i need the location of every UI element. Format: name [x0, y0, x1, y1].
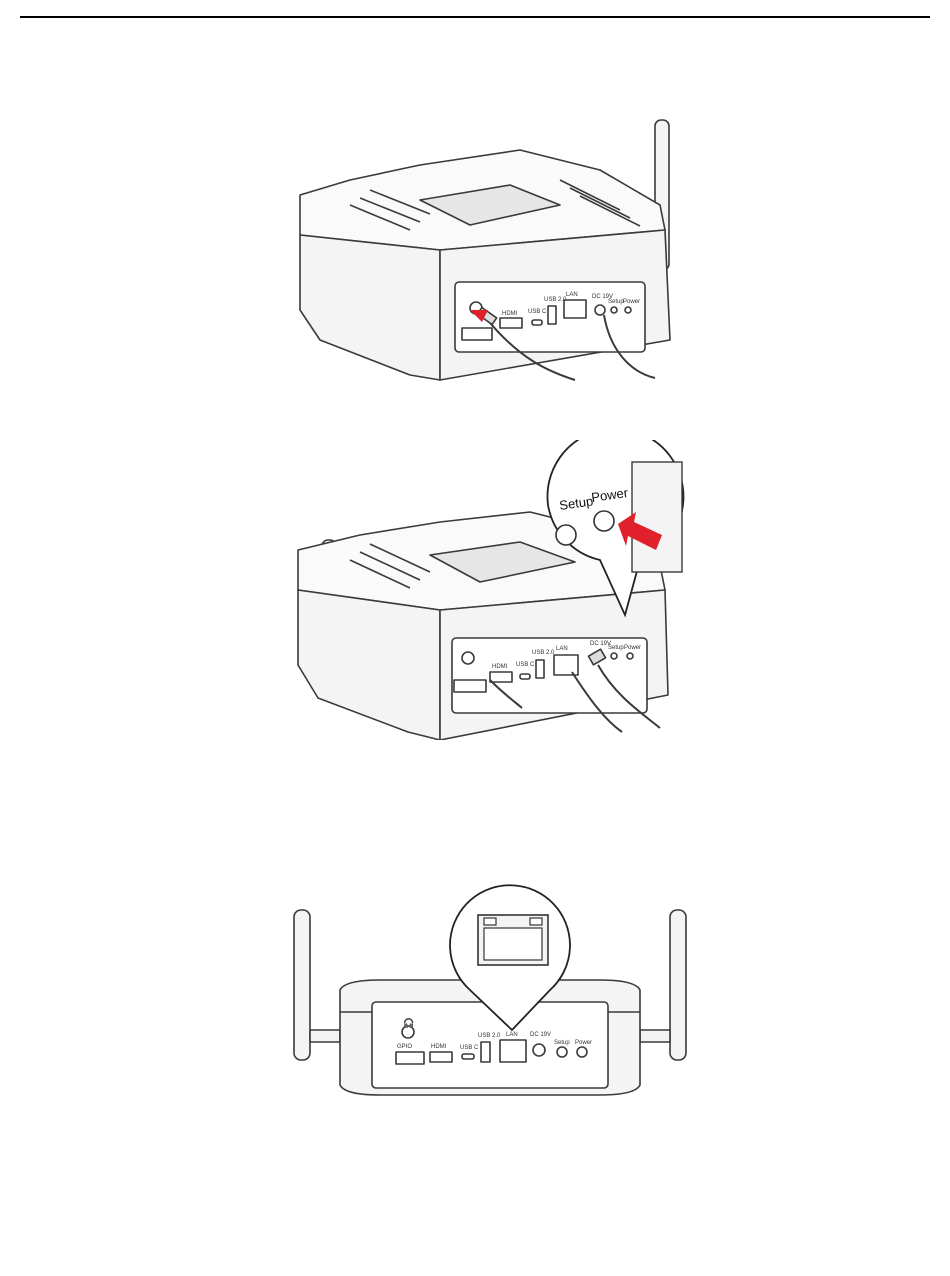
usb2-port: [536, 660, 544, 678]
left-antenna-mount: [310, 1030, 340, 1042]
lan-port: [500, 1040, 526, 1062]
setup-button: [557, 1047, 567, 1057]
setup-button: [611, 653, 617, 659]
label-setup: Setup: [608, 299, 624, 305]
usb2-port: [548, 306, 556, 324]
lan-port: [564, 300, 586, 318]
label-hdmi: HDMI: [492, 664, 508, 670]
headphone-icon: 🎧: [403, 1017, 414, 1028]
label-setup: Setup: [554, 1040, 570, 1046]
label-power: Power: [575, 1040, 592, 1046]
hdmi-port: [490, 672, 512, 682]
figure-lan-port: 🎧 GPIO HDMI USB C USB 2.0 LAN DC 19V Set…: [0, 880, 950, 1110]
header-rule: [20, 16, 930, 18]
audio-jack: [462, 652, 474, 664]
usbc-port: [520, 674, 530, 679]
gpio-port: [396, 1052, 424, 1064]
label-lan: LAN: [506, 1032, 518, 1038]
usbc-port: [462, 1054, 474, 1059]
label-usb2: USB 2.0: [544, 297, 567, 303]
label-lan: LAN: [556, 646, 568, 652]
power-button-zoom: [594, 511, 614, 531]
dc-port: [533, 1044, 545, 1056]
label-usbc: USB C: [460, 1045, 479, 1051]
label-power: Power: [623, 299, 640, 305]
label-setup: Setup: [608, 645, 624, 651]
setup-button: [611, 307, 617, 313]
setup-button-zoom: [556, 525, 576, 545]
usbc-port: [532, 320, 542, 325]
dc-port: [595, 305, 605, 315]
label-gpio: GPIO: [397, 1044, 412, 1050]
label-dc: DC 19V: [530, 1032, 551, 1038]
right-antenna-mount: [640, 1030, 670, 1042]
hdmi-port: [430, 1052, 452, 1062]
power-button: [577, 1047, 587, 1057]
gpio-port: [454, 680, 486, 692]
label-lan: LAN: [566, 292, 578, 298]
label-hdmi: HDMI: [431, 1044, 447, 1050]
lan-port: [554, 655, 578, 675]
label-power: Power: [624, 645, 641, 651]
figure-headphone-connection: HDMI USB C USB 2.0 LAN DC 19V Setup Powe…: [0, 110, 950, 400]
power-button: [627, 653, 633, 659]
usb2-port: [481, 1042, 490, 1062]
label-usb2: USB 2.0: [532, 650, 555, 656]
right-antenna: [670, 910, 686, 1060]
label-usb2: USB 2.0: [478, 1033, 501, 1039]
label-usbc: USB C: [516, 662, 535, 668]
gpio-port: [462, 328, 492, 340]
label-hdmi: HDMI: [502, 311, 518, 317]
figure-power-button: Setup Power HDMI USB C USB 2.0 LAN DC 19…: [0, 440, 950, 740]
hdmi-port: [500, 318, 522, 328]
power-button: [625, 307, 631, 313]
left-antenna: [294, 910, 310, 1060]
label-usbc: USB C: [528, 309, 547, 315]
